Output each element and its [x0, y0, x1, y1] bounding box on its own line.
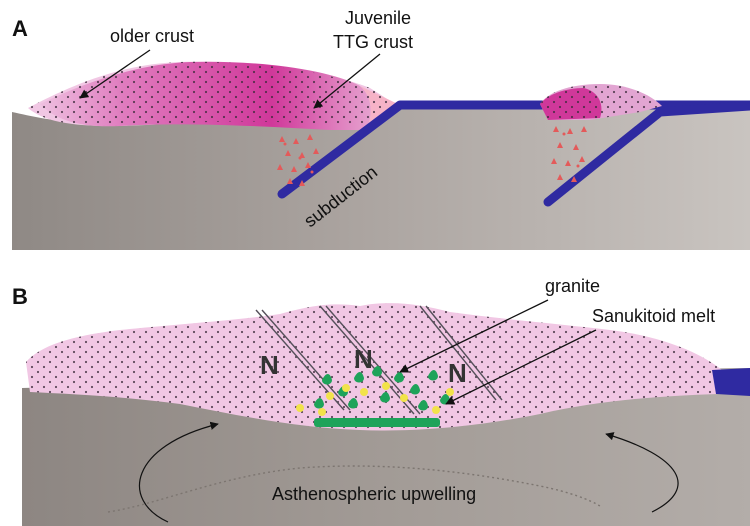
panel-b: B N N N — [12, 276, 750, 526]
panel-b-letter: B — [12, 284, 28, 309]
granite-label: granite — [545, 276, 600, 296]
fault-symbol-2: N — [354, 344, 373, 374]
older-crust-label: older crust — [110, 26, 194, 46]
fault-symbol-3: N — [448, 358, 467, 388]
underplate-melt — [314, 418, 440, 427]
upwelling-label: Asthenospheric upwelling — [272, 484, 476, 504]
panel-b-slab — [712, 368, 750, 396]
crust-dots — [28, 62, 395, 126]
panel-a-letter: A — [12, 16, 28, 41]
fault-symbol-1: N — [260, 350, 279, 380]
panel-a: A — [12, 8, 750, 250]
sanukitoid-label: Sanukitoid melt — [592, 306, 715, 326]
juvenile-label-line2: TTG crust — [333, 32, 413, 52]
juvenile-label-line1: Juvenile — [345, 8, 411, 28]
